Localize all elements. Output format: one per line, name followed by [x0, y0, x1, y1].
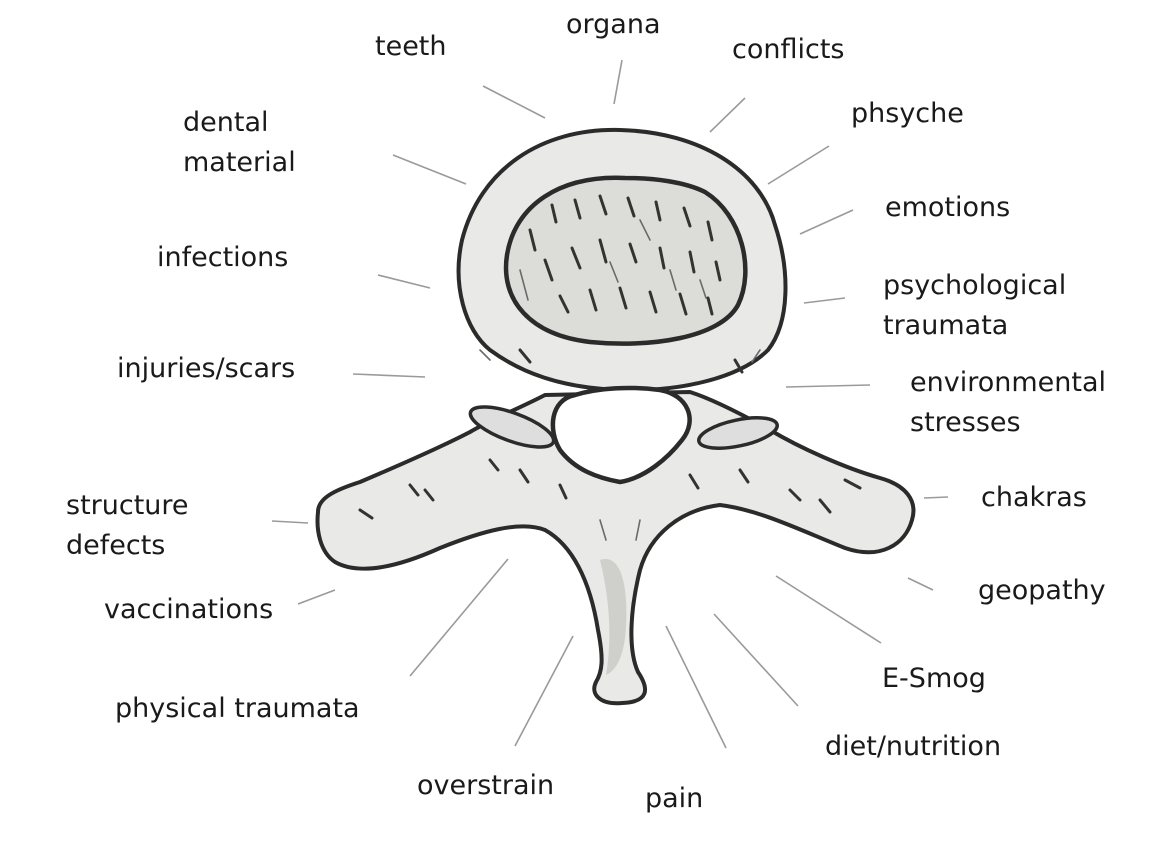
label-infections: infections	[157, 242, 289, 273]
vertebral-foramen	[550, 385, 692, 485]
leader-pain	[665, 625, 727, 749]
leader-physical-traumata	[409, 558, 509, 677]
label-injuries-scars: injuries/scars	[117, 353, 296, 384]
left-facet-joint	[468, 405, 556, 449]
leader-overstrain	[514, 635, 574, 747]
label-phsyche: phsyche	[851, 98, 964, 129]
leader-infections	[377, 274, 431, 289]
label-vaccinations: vaccinations	[104, 594, 274, 625]
leader-conflicts	[709, 97, 746, 133]
leader-environmental-stresses	[785, 384, 871, 388]
label-chakras: chakras	[981, 482, 1087, 513]
leader-dental-material	[392, 154, 467, 185]
label-overstrain: overstrain	[417, 770, 555, 801]
leader-vaccinations	[297, 589, 336, 605]
right-facet-joint	[697, 416, 779, 450]
leader-lines	[271, 59, 949, 749]
label-psychological-traumata: psychological traumata	[883, 270, 1067, 341]
label-emotions: emotions	[885, 192, 1011, 223]
leader-teeth	[482, 85, 546, 119]
arch-texture	[358, 348, 862, 541]
vertebral-arch	[315, 390, 916, 706]
label-diet-nutrition: diet/nutrition	[825, 731, 1002, 762]
label-organa: organa	[566, 9, 661, 40]
vertebra-drawing	[315, 127, 916, 706]
label-conflicts: conflicts	[732, 34, 845, 65]
arch-shading	[600, 559, 627, 675]
label-structure-defects: structure defects	[66, 490, 189, 561]
label-e-smog: E-Smog	[882, 663, 986, 694]
label-geopathy: geopathy	[978, 575, 1106, 606]
leader-chakras	[923, 496, 949, 499]
leader-organa	[613, 59, 623, 105]
vertebral-body-inner	[503, 175, 748, 346]
trabecular-texture	[519, 194, 722, 316]
leader-phsyche	[767, 145, 830, 185]
label-environmental-stresses: environmental stresses	[910, 367, 1107, 438]
leader-emotions	[799, 209, 854, 235]
leader-geopathy	[907, 577, 934, 591]
leader-psychological-traumata	[803, 297, 846, 304]
label-pain: pain	[645, 783, 704, 814]
leader-diet-nutrition	[713, 613, 799, 707]
leader-injuries-scars	[352, 373, 426, 378]
leader-e-smog	[775, 575, 882, 644]
label-dental-material: dental material	[183, 107, 296, 178]
label-teeth: teeth	[375, 31, 447, 62]
leader-structure-defects	[271, 520, 309, 524]
label-physical-traumata: physical traumata	[115, 693, 360, 724]
